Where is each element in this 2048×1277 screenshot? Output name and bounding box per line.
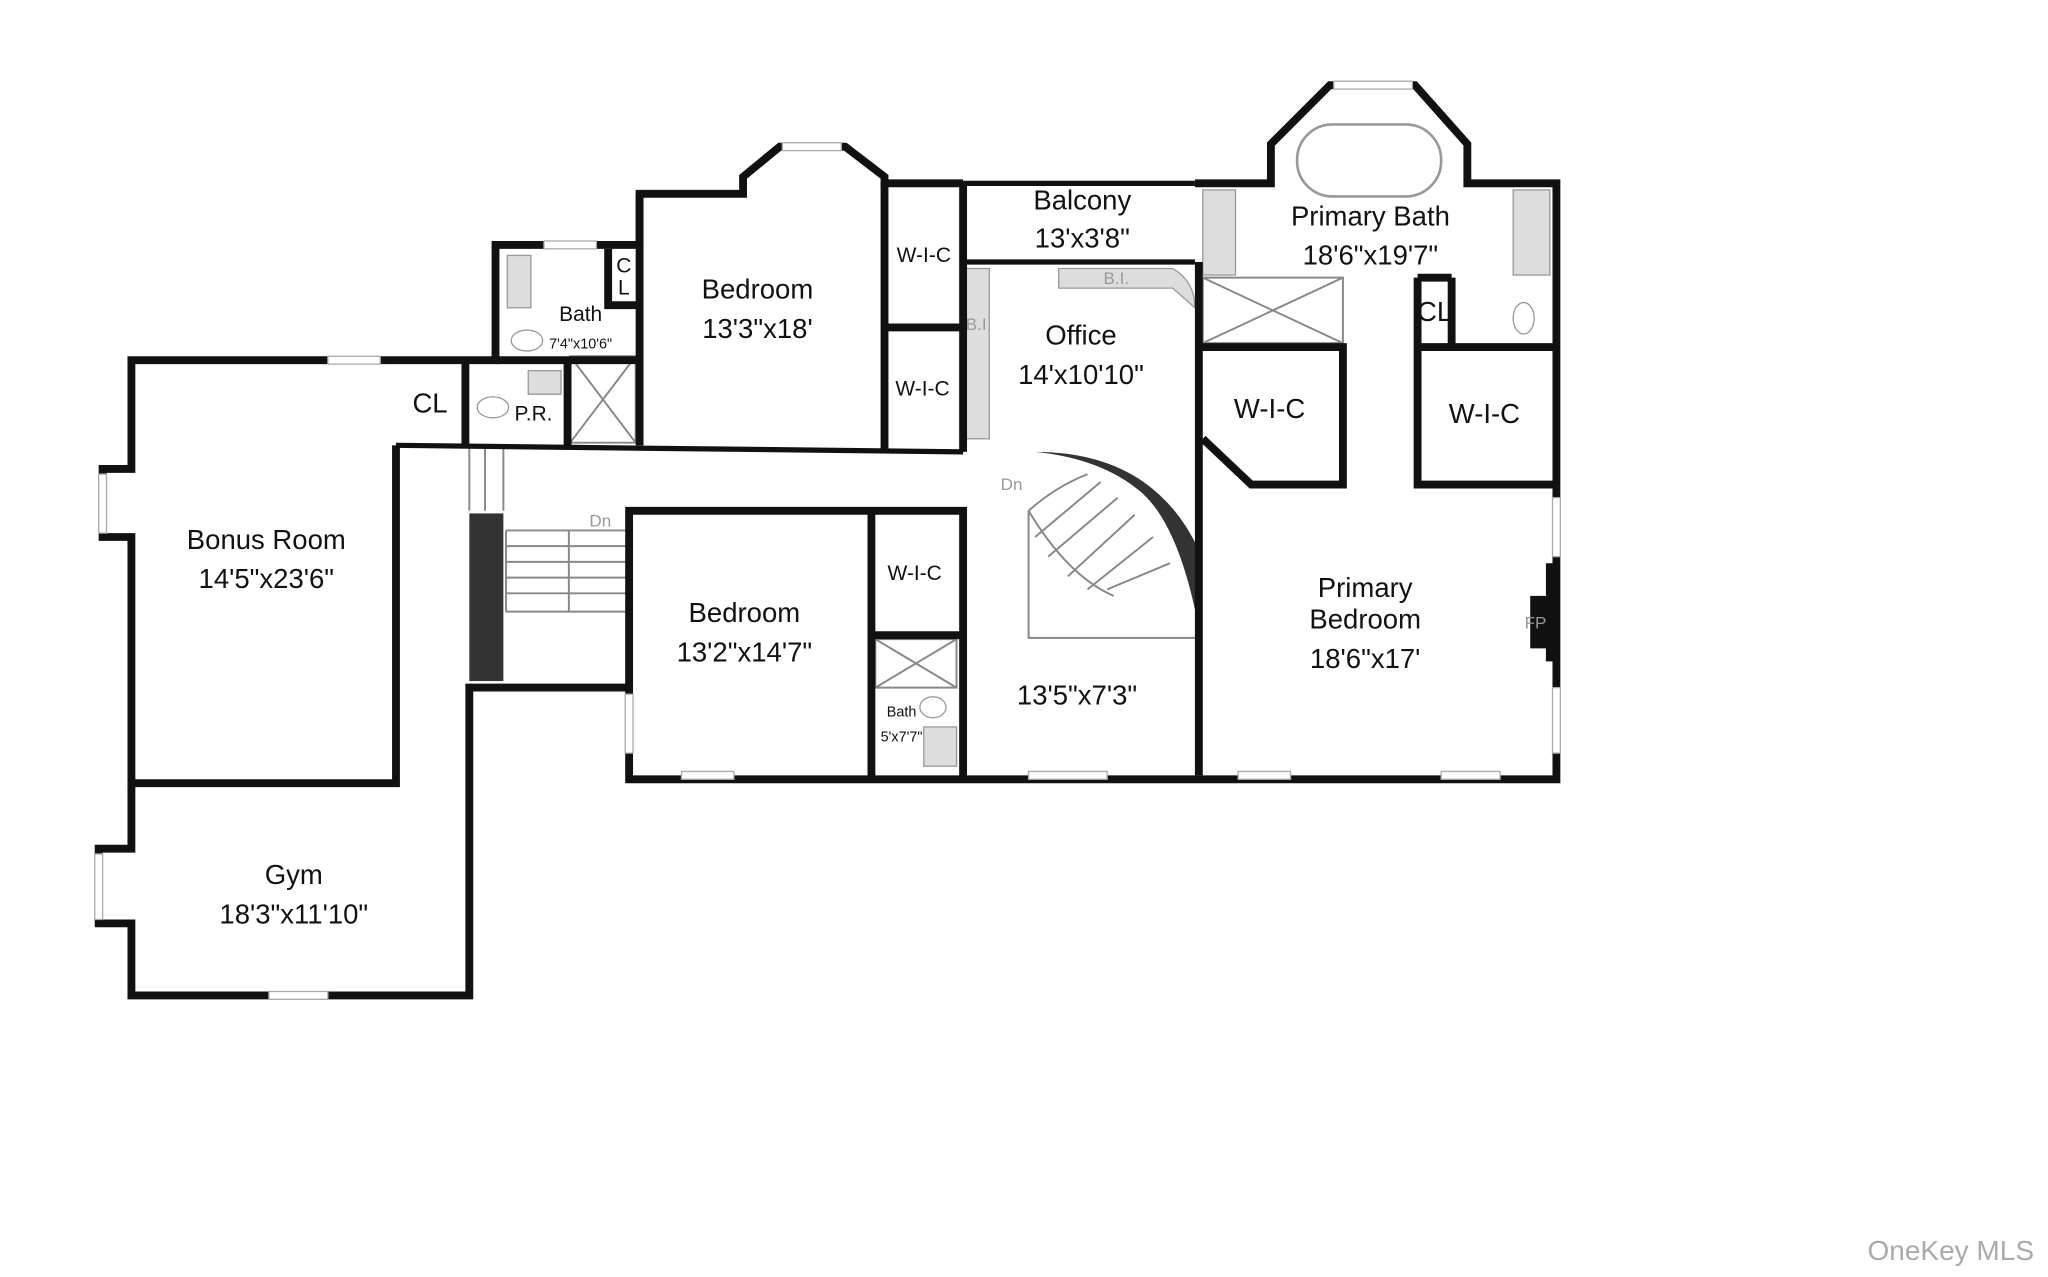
shower-icon [569,355,637,444]
walk-in-closet-label: W-I-C [1234,393,1305,424]
fireplace-label: FP [1525,614,1547,633]
fixtures [476,123,1551,767]
walls [94,81,1561,1000]
bath-size: 7'4"x10'6" [549,336,612,352]
closet-label: C [616,254,631,277]
shower-icon [1201,276,1344,345]
walk-in-closet-label: W-I-C [888,562,942,585]
toilet-icon [1512,301,1535,335]
bathtub-icon [1295,123,1443,198]
balcony-label: Balcony [1033,185,1131,216]
toilet-icon [510,329,544,352]
office-label: Office [1045,319,1116,350]
bedroom-label: Bedroom [702,274,814,305]
primary-bedroom-label: Primary [1318,572,1413,603]
gym-label: Gym [265,859,323,890]
bedroom-size: 13'2"x14'7" [677,636,813,667]
walk-in-closet-label: W-I-C [897,244,951,267]
landing-size: 13'5"x7'3" [1017,680,1137,711]
stair-down-label: Dn [589,512,611,531]
closet-label: CL [412,388,447,419]
gym-size: 18'3"x11'10" [219,898,368,929]
straight-staircase [468,447,630,682]
powder-room-label: P.R. [514,402,552,425]
spiral-staircase [1027,451,1199,639]
watermark: OneKey MLS [1867,1235,2034,1266]
fireplace-icon [1530,563,1557,662]
built-in-label: B.I [966,315,987,334]
bath-size: 5'x7'7" [881,729,923,745]
closet-label: L [618,277,630,300]
primary-bath-label: Primary Bath [1291,200,1450,231]
office-size: 14'x10'10" [1018,359,1144,390]
shower-icon [874,638,958,689]
windows [94,80,1561,1000]
walk-in-closet-label: W-I-C [1449,398,1520,429]
bedroom-size: 13'3"x18' [702,313,812,344]
balcony-size: 13'x3'8" [1035,223,1130,254]
bath-label: Bath [559,303,602,326]
toilet-icon [476,396,510,419]
bath-label: Bath [887,704,917,720]
closet-label: CL [1417,296,1452,327]
bonus-room-size: 14'5"x23'6" [199,563,335,594]
stair-down-label: Dn [1001,475,1023,494]
toilet-icon [919,696,947,719]
bonus-room-label: Bonus Room [187,524,346,555]
primary-bedroom-size: 18'6"x17' [1310,643,1420,674]
built-in-label: B.I. [1104,269,1130,288]
walk-in-closet-label: W-I-C [895,378,949,401]
bedroom-label: Bedroom [689,597,801,628]
primary-bedroom-label: Bedroom [1309,604,1421,635]
primary-bath-size: 18'6"x19'7" [1303,240,1439,271]
